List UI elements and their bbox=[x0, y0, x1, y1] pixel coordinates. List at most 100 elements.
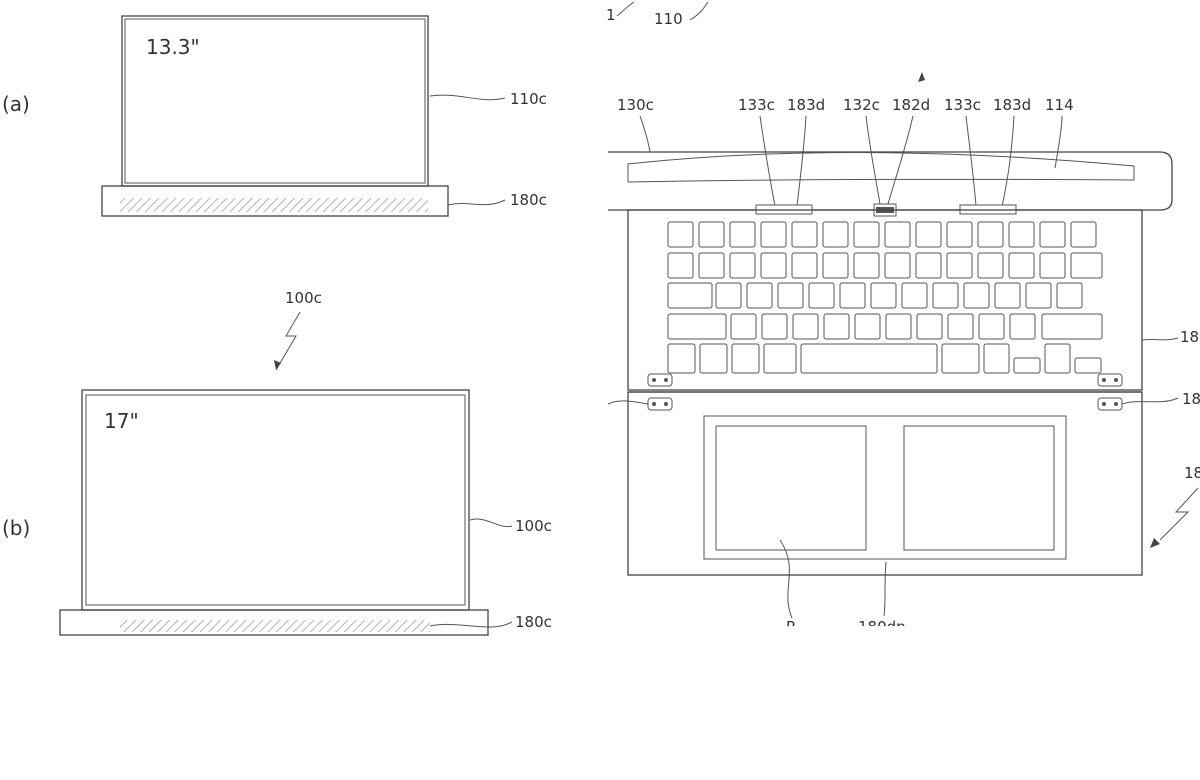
ref-133c-right: 133c bbox=[944, 96, 981, 114]
keyboard-key bbox=[964, 283, 989, 308]
keyboard-key bbox=[1071, 222, 1096, 247]
display-17in-inner bbox=[86, 395, 465, 605]
keyboard-key bbox=[778, 283, 803, 308]
leader-ref-1 bbox=[617, 2, 634, 16]
keyboard-key bbox=[1009, 253, 1034, 278]
ref-right-1: 18 bbox=[1180, 328, 1199, 346]
keyboard-key bbox=[809, 283, 834, 308]
keyboard-key bbox=[761, 222, 786, 247]
keyboard-key bbox=[761, 253, 786, 278]
base-hatch-b bbox=[120, 620, 430, 632]
leader-183d-left bbox=[797, 116, 806, 206]
keyboard-key bbox=[730, 222, 755, 247]
keyboard-key bbox=[731, 314, 756, 339]
keyboard-keys bbox=[668, 222, 1102, 373]
display-17in-outer bbox=[82, 390, 469, 610]
keyboard-key bbox=[793, 314, 818, 339]
keyboard-key bbox=[699, 222, 724, 247]
keyboard-key bbox=[792, 253, 817, 278]
leader-182d bbox=[888, 116, 913, 204]
figure-b-label: (b) bbox=[2, 516, 30, 540]
keyboard-key bbox=[668, 344, 695, 373]
keyboard-key bbox=[1026, 283, 1051, 308]
keyboard-key bbox=[942, 344, 979, 373]
keyboard-key bbox=[885, 222, 910, 247]
ref-right-3: 18 bbox=[1184, 464, 1200, 482]
leader-P bbox=[780, 540, 792, 618]
keyboard-key bbox=[886, 314, 911, 339]
leader-right-1 bbox=[1142, 338, 1178, 340]
keyboard-key bbox=[902, 283, 927, 308]
keyboard-key bbox=[978, 253, 1003, 278]
touchpad-right bbox=[904, 426, 1054, 550]
keyboard-key bbox=[1057, 283, 1082, 308]
keyboard-key bbox=[730, 253, 755, 278]
keyboard-key bbox=[1009, 222, 1034, 247]
ref-133c-left: 133c bbox=[738, 96, 775, 114]
ref-110: 110 bbox=[654, 10, 683, 28]
leader-right-2 bbox=[1122, 398, 1178, 404]
arrowhead-100c bbox=[274, 360, 281, 370]
keyboard-key bbox=[1040, 253, 1065, 278]
lid-display-strip bbox=[628, 152, 1134, 182]
keyboard-key bbox=[699, 253, 724, 278]
keyboard-key bbox=[668, 222, 693, 247]
keyboard-key bbox=[1040, 222, 1065, 247]
leader-180dp bbox=[884, 562, 886, 616]
leader-ref-110 bbox=[690, 2, 708, 20]
leader-132c bbox=[866, 116, 880, 204]
keyboard-key bbox=[917, 314, 942, 339]
keyboard-key bbox=[854, 253, 879, 278]
leader-183d-right bbox=[1002, 116, 1014, 206]
ref-100c-display: 100c bbox=[515, 517, 552, 535]
ref-183d-right: 183d bbox=[993, 96, 1031, 114]
keyboard-key bbox=[762, 314, 787, 339]
ref-100c-arrow: 100c bbox=[285, 289, 322, 307]
keyboard-key bbox=[885, 253, 910, 278]
bottom-crop-mask bbox=[600, 626, 1200, 640]
arrowhead-right bbox=[1150, 538, 1160, 548]
keyboard-key bbox=[668, 314, 726, 339]
ref-180c-b: 180c bbox=[515, 613, 552, 631]
zigzag-arrow-right bbox=[1160, 488, 1198, 540]
keyboard-key bbox=[979, 314, 1004, 339]
screen-size-13in: 13.3" bbox=[146, 35, 200, 59]
small-arrow-top bbox=[918, 72, 925, 82]
keyboard-key bbox=[764, 344, 796, 373]
ref-183d-left: 183d bbox=[787, 96, 825, 114]
zigzag-arrow-100c bbox=[276, 312, 300, 370]
keyboard-key bbox=[854, 222, 879, 247]
keyboard-key bbox=[747, 283, 772, 308]
ref-180c-a: 180c bbox=[510, 191, 547, 209]
touchpad-frame bbox=[704, 416, 1066, 559]
keyboard-key bbox=[916, 253, 941, 278]
keyboard-key bbox=[871, 283, 896, 308]
keyboard-key bbox=[855, 314, 880, 339]
keyboard-key bbox=[668, 283, 712, 308]
touchpad-left bbox=[716, 426, 866, 550]
ref-132c: 132c bbox=[843, 96, 880, 114]
leader-133c-right bbox=[966, 116, 976, 206]
touchpad-section bbox=[628, 392, 1142, 575]
leader-133c-left bbox=[760, 116, 775, 206]
keyboard-key bbox=[1014, 358, 1040, 373]
ref-114: 114 bbox=[1045, 96, 1074, 114]
keyboard-key bbox=[700, 344, 727, 373]
keyboard-key bbox=[1042, 314, 1102, 339]
keyboard-key bbox=[1075, 358, 1101, 373]
keyboard-key bbox=[995, 283, 1020, 308]
keyboard-key bbox=[823, 222, 848, 247]
keyboard-key bbox=[823, 253, 848, 278]
leader-110c bbox=[430, 95, 505, 100]
leader-130c bbox=[640, 116, 650, 152]
keyboard-key bbox=[948, 314, 973, 339]
keyboard-key bbox=[947, 222, 972, 247]
ref-right-2: 18 bbox=[1182, 390, 1200, 408]
ref-182d: 182d bbox=[892, 96, 930, 114]
keyboard-key bbox=[947, 253, 972, 278]
top-partial-labels: 1 110 bbox=[606, 2, 925, 82]
figure-a-label: (a) bbox=[2, 92, 30, 116]
keyboard-key bbox=[933, 283, 958, 308]
keyboard-key bbox=[732, 344, 759, 373]
